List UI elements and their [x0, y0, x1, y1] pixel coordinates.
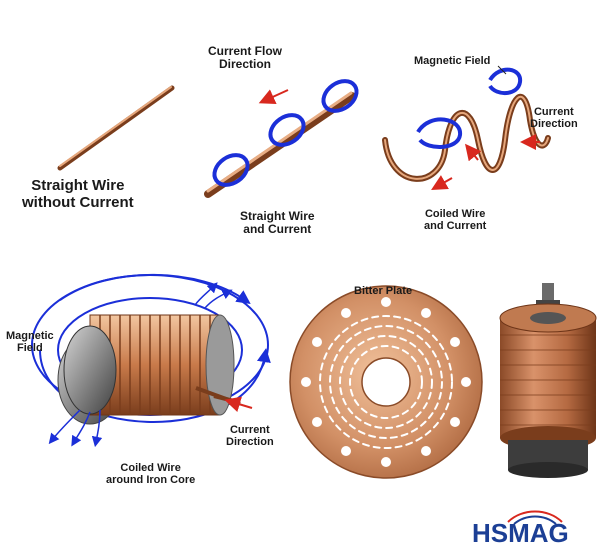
label-current-direction-top: Current Direction: [530, 106, 578, 131]
current-flow-arrow: [258, 89, 289, 104]
label-current-direction-bottom: Current Direction: [226, 424, 274, 449]
label-magnetic-field-left: Magnetic Field: [6, 330, 54, 355]
bitter-magnet-stack-icon: [499, 283, 597, 478]
label-current-flow-direction: Current Flow Direction: [208, 44, 282, 72]
bitter-plate-icon: [289, 285, 483, 479]
straight-wire-icon: [57, 85, 175, 171]
svg-text:HSMAG: HSMAG: [472, 518, 569, 546]
label-coiled-wire-and-current: Coiled Wire and Current: [424, 208, 487, 233]
coil-icon: [382, 65, 551, 190]
iron-core-solenoid-icon: [31, 273, 271, 448]
label-straight-wire-no-current: Straight Wire without Current: [22, 177, 134, 211]
straight-wire-current-icon: [204, 79, 359, 198]
label-bitter-plate: Bitter Plate: [354, 285, 413, 297]
hsmag-logo: HSMAG: [472, 510, 569, 546]
label-coiled-wire-iron-core: Coiled Wire around Iron Core: [106, 462, 196, 487]
field-loop-icon: [212, 79, 359, 187]
label-magnetic-field-top: Magnetic Field: [414, 55, 491, 67]
label-straight-wire-and-current: Straight Wire and Current: [240, 209, 315, 237]
